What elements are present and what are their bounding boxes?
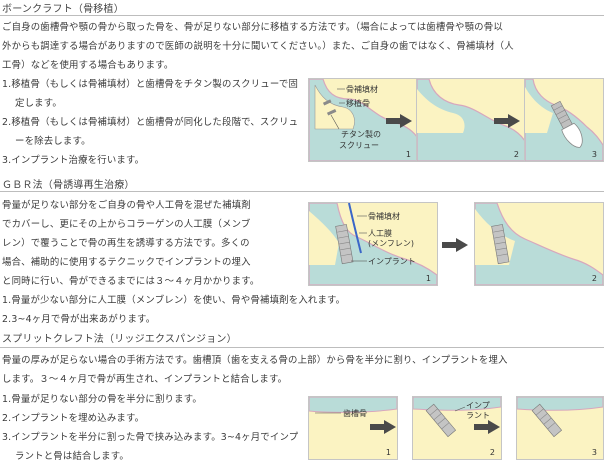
- step-item: 1.移植骨（もしくは骨補填材）と歯槽骨をチタン製のスクリューで固定します。: [2, 79, 299, 109]
- bone-graft-panel-2: 2: [416, 78, 526, 162]
- gbr-diagram-2: [475, 203, 603, 285]
- bone-graft-diagram-1: 骨補填材 移植骨 チタン製の スクリュー: [309, 79, 417, 161]
- split-crest-illustration: 歯槽骨 1 インプ ラント 2: [308, 396, 604, 460]
- step-item: 2.移植骨（もしくは骨補填材）と歯槽骨が同化した段階で、スクリューを除去します。: [2, 117, 299, 147]
- gbr-description-line: と同時に行い、骨ができるまでには３～４ヶ月かかります。: [2, 276, 260, 287]
- step-item: 1.骨量が足りない部分の骨を半分に割ります。: [2, 394, 202, 405]
- gbr-panel-2: 2: [474, 202, 604, 286]
- panel-number: 2: [513, 150, 519, 159]
- section-divider: [0, 15, 604, 16]
- panel-number: 3: [591, 150, 597, 159]
- bone-graft-steps: 1.移植骨（もしくは骨補填材）と歯槽骨をチタン製のスクリューで固定します。 2.…: [2, 75, 302, 170]
- label-bone-material: 骨補填材: [346, 84, 378, 94]
- step-item: 3.インプラント治療を行います。: [2, 155, 145, 166]
- label-titanium-screw-2: スクリュー: [339, 141, 379, 150]
- gbr-illustration: 骨補填材 人工膜 (メンフレン) インプラント 1: [308, 202, 604, 286]
- panel-number: 3: [591, 448, 597, 457]
- section-title-gbr: ＧＢＲ法（骨誘導再生治療）: [2, 180, 135, 191]
- step-item: 2.3~4ヶ月で骨が出来あがります。: [2, 314, 156, 325]
- section-divider: [0, 191, 604, 192]
- panel-number: 2: [489, 448, 495, 457]
- section-title-bone-graft: ボーンクラフト（骨移植）: [2, 4, 124, 15]
- panel-number: 1: [405, 150, 411, 159]
- arrow-right-icon: [494, 114, 520, 128]
- step-item: 3.インプラントを半分に割った骨で挟み込みます。3~4ヶ月でインプラントと骨は結…: [2, 432, 299, 462]
- arrow-right-icon: [442, 238, 468, 252]
- label-implant: インプラント: [368, 257, 416, 266]
- gbr-description: 骨量が足りない部分をご自身の骨や人工骨を混ぜた補填剤 でカバーし、更にその上から…: [2, 196, 302, 291]
- bone-graft-description-line: 工骨）などを使用する場合もあります。: [2, 60, 174, 71]
- panel-number: 1: [385, 448, 391, 457]
- label-titanium-screw-1: チタン製の: [341, 129, 381, 139]
- label-implant-1: インプ: [466, 401, 490, 410]
- panel-number: 1: [425, 274, 431, 283]
- section-title-split-crest: スプリットクレフト法（リッジエクスパンジョン）: [2, 334, 237, 345]
- section-divider: [0, 347, 604, 348]
- gbr-steps: 1.骨量が少ない部分に人工膜（メンブレン）を使い、骨や骨補填剤を入れます。 2.…: [2, 291, 602, 329]
- panel-number: 2: [591, 274, 597, 283]
- split-crest-diagram-3: [517, 397, 603, 438]
- step-item: 2.インプラントを埋め込みます。: [2, 413, 145, 424]
- bone-graft-panel-3: 3: [524, 78, 604, 162]
- gbr-description-line: 骨量が足りない部分をご自身の骨や人工骨を混ぜた補填剤: [2, 200, 251, 211]
- split-crest-diagram-1: 歯槽骨: [309, 397, 397, 418]
- split-crest-panel-3: 3: [516, 396, 604, 460]
- label-bone-material: 骨補填材: [368, 211, 400, 221]
- arrow-right-icon: [386, 114, 412, 128]
- gbr-description-line: 場合、補助的に使用するテクニックでインプラントの埋入: [2, 257, 251, 268]
- step-item: 1.骨量が少ない部分に人工膜（メンブレン）を使い、骨や骨補填剤を入れます。: [2, 295, 346, 306]
- split-crest-diagram-2: インプ ラント: [413, 397, 501, 438]
- gbr-diagram-1: 骨補填材 人工膜 (メンフレン) インプラント: [309, 203, 437, 285]
- bone-graft-description-line: ご自身の歯槽骨や顎の骨から取った骨を、骨が足りない部分に移植する方法です。（場合…: [2, 22, 503, 33]
- split-crest-description-line: 骨量の厚みが足らない場合の手術方法です。歯槽頂（歯を支える骨の上部）から骨を半分…: [2, 355, 508, 366]
- split-crest-description: 骨量の厚みが足らない場合の手術方法です。歯槽頂（歯を支える骨の上部）から骨を半分…: [2, 351, 606, 389]
- gbr-description-line: でカバーし、更にその上からコラーゲンの人工膜（メンブ: [2, 219, 251, 230]
- label-membrane-2: (メンフレン): [368, 239, 414, 248]
- bone-graft-diagram-2: [417, 79, 525, 161]
- gbr-description-line: レン）で覆うことで骨の再生を誘導する方法です。多くの: [2, 238, 250, 249]
- gbr-panel-1: 骨補填材 人工膜 (メンフレン) インプラント 1: [308, 202, 438, 286]
- label-membrane-1: 人工膜: [368, 228, 392, 238]
- arrow-right-icon: [474, 420, 500, 434]
- bone-graft-diagram-3: [525, 79, 603, 161]
- label-alveolar-bone: 歯槽骨: [343, 408, 367, 418]
- arrow-right-icon: [370, 420, 396, 434]
- bone-graft-description: ご自身の歯槽骨や顎の骨から取った骨を、骨が足りない部分に移植する方法です。（場合…: [2, 18, 606, 75]
- split-crest-description-line: します。３～４ヶ月で骨が再生され、インプラントと結合します。: [2, 374, 288, 385]
- bone-graft-description-line: 外からも調達する場合がありますので医師の説明を十分に聞いてください。）また、ご自…: [2, 41, 514, 52]
- bone-graft-illustration: 骨補填材 移植骨 チタン製の スクリュー 1 2: [308, 78, 604, 162]
- split-crest-steps: 1.骨量が足りない部分の骨を半分に割ります。 2.インプラントを埋め込みます。 …: [2, 390, 302, 466]
- label-graft-bone: 移植骨: [346, 98, 370, 108]
- label-implant-2: ラント: [466, 411, 490, 420]
